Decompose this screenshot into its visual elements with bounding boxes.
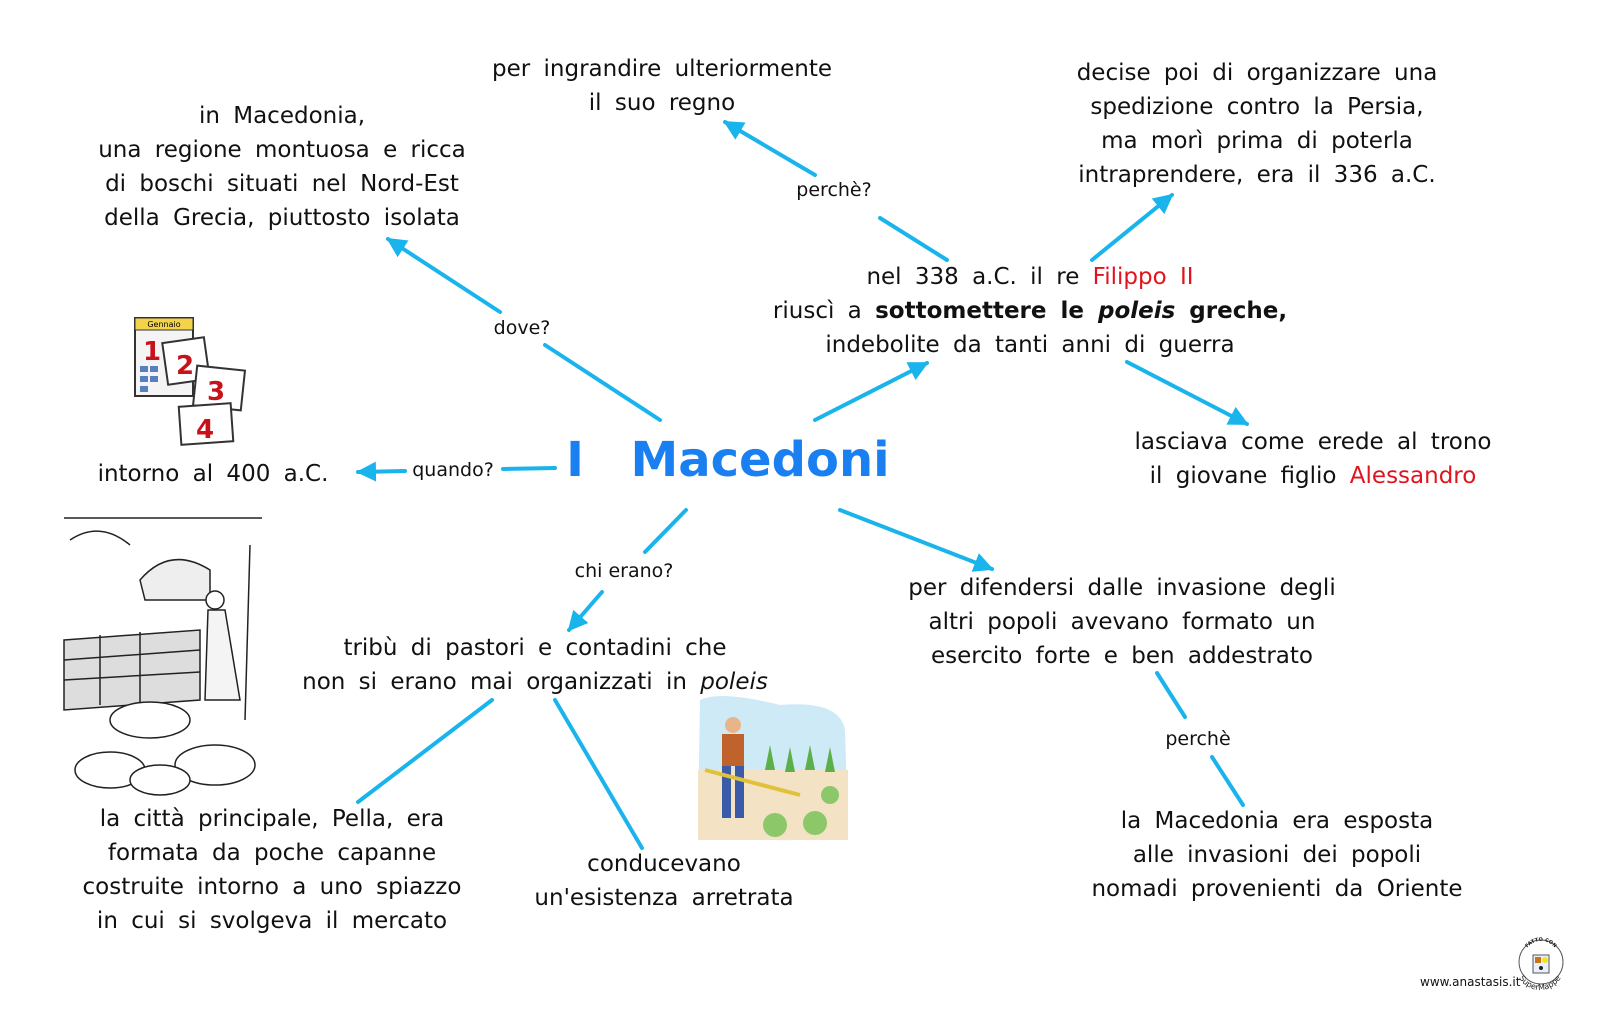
text: non si erano mai organizzati in	[302, 669, 701, 695]
node-why-top-line: il suo regno	[588, 90, 736, 116]
arrow-army	[838, 508, 994, 572]
text: la Macedonia era esposta	[1120, 808, 1434, 834]
text: la città principale, Pella, era	[99, 806, 445, 832]
text: lasciava come erede al trono	[1134, 429, 1492, 455]
bold-italic-text: poleis	[1097, 298, 1176, 324]
calendar-number-2: 2	[176, 351, 194, 381]
node-army: per difendersi dalle invasione degli alt…	[908, 571, 1335, 673]
node-city: la città principale, Pella, era formata …	[83, 802, 462, 938]
calendar-number-1: 1	[143, 337, 161, 367]
bold-text: greche,	[1175, 298, 1288, 324]
node-expedition: decise poi di organizzare una spedizione…	[1077, 56, 1438, 192]
node-life: conducevano un'esistenza arretrata	[534, 847, 793, 915]
node-where: in Macedonia, una regione montuosa e ric…	[98, 99, 466, 235]
calendar-icon: 1 2 3 4 Gennaio	[134, 317, 247, 446]
text: conducevano	[587, 851, 741, 877]
text: il giovane figlio	[1149, 463, 1350, 489]
calendar-month: Gennaio	[147, 320, 180, 329]
text: in cui si svolgeva il mercato	[96, 908, 448, 934]
supermappe-badge: FATTO CON SuperMappe	[1517, 937, 1564, 992]
node-expedition-line: decise poi di organizzare una	[1076, 60, 1438, 86]
site-link[interactable]: www.anastasis.it	[1420, 975, 1521, 989]
arrow-where	[543, 343, 662, 422]
arrow-why-top-head	[723, 120, 817, 177]
italic-text: poleis	[700, 669, 768, 695]
label-who: chi erano?	[572, 560, 676, 582]
alexander-name: Alessandro	[1349, 463, 1477, 489]
label-why-top: perchè?	[794, 179, 874, 201]
line-city	[356, 698, 494, 804]
text: esercito forte e ben addestrato	[931, 643, 1313, 669]
map-title: Macedoni	[630, 432, 890, 488]
text: un'esistenza arretrata	[534, 885, 794, 911]
shepherd-illustration	[63, 517, 262, 796]
node-where-line: della Grecia, piuttosto isolata	[104, 205, 460, 231]
text: alle invasioni dei popoli	[1132, 842, 1422, 868]
arrow-philip	[813, 361, 929, 422]
farmer-illustration	[698, 696, 848, 841]
arrow-heir	[1125, 360, 1249, 426]
text: nomadi provenienti da Oriente	[1091, 876, 1463, 902]
text: formata da poche capanne	[107, 840, 437, 866]
arrow-why-top	[878, 216, 949, 262]
text: per difendersi dalle invasione degli	[908, 575, 1336, 601]
node-exposed: la Macedonia era esposta alle invasioni …	[1091, 804, 1462, 906]
node-when: intorno al 400 a.C.	[98, 457, 329, 491]
node-why-top-line: per ingrandire ulteriormente	[491, 56, 833, 82]
line-life	[553, 698, 644, 850]
label-why-right: perchè	[1163, 728, 1233, 750]
title-article: I	[566, 432, 584, 488]
text: indebolite da tanti anni di guerra	[825, 332, 1235, 358]
text: costruite intorno a uno spiazzo	[82, 874, 462, 900]
node-where-line: in Macedonia,	[198, 103, 366, 129]
arrow-when-head	[356, 461, 407, 482]
arrow-where-head	[386, 237, 502, 314]
node-heir: lasciava come erede al trono il giovane …	[1135, 425, 1492, 493]
node-where-line: una regione montuosa e ricca	[98, 137, 466, 163]
arrow-who-head	[567, 590, 604, 632]
calendar-number-4: 4	[196, 415, 214, 445]
text: riuscì a	[772, 298, 876, 324]
calendar-number-3: 3	[207, 377, 225, 407]
arrow-when	[501, 466, 557, 471]
node-expedition-line: intraprendere, era il 336 a.C.	[1078, 162, 1436, 188]
line-why-right	[1155, 671, 1187, 719]
node-where-line: di boschi situati nel Nord-Est	[105, 171, 459, 197]
label-where: dove?	[491, 317, 553, 339]
text: tribù di pastori e contadini che	[343, 635, 727, 661]
node-expedition-line: ma morì prima di poterla	[1101, 128, 1413, 154]
bold-text: sottomettere le	[875, 298, 1098, 324]
text: altri popoli avevano formato un	[928, 609, 1316, 635]
node-philip: nel 338 a.C. il re Filippo II riuscì a s…	[773, 260, 1287, 362]
node-expedition-line: spedizione contro la Persia,	[1090, 94, 1424, 120]
node-who: tribù di pastori e contadini che non si …	[302, 631, 768, 699]
arrow-who	[643, 508, 688, 554]
text: intorno al 400 a.C.	[97, 461, 329, 487]
line-why-right-2	[1210, 755, 1245, 807]
node-why-top: per ingrandire ulteriormente il suo regn…	[492, 52, 832, 120]
text: nel 338 a.C. il re	[866, 264, 1093, 290]
arrow-expedition	[1090, 193, 1174, 262]
label-when: quando?	[410, 459, 496, 481]
philip-name: Filippo II	[1092, 264, 1194, 290]
